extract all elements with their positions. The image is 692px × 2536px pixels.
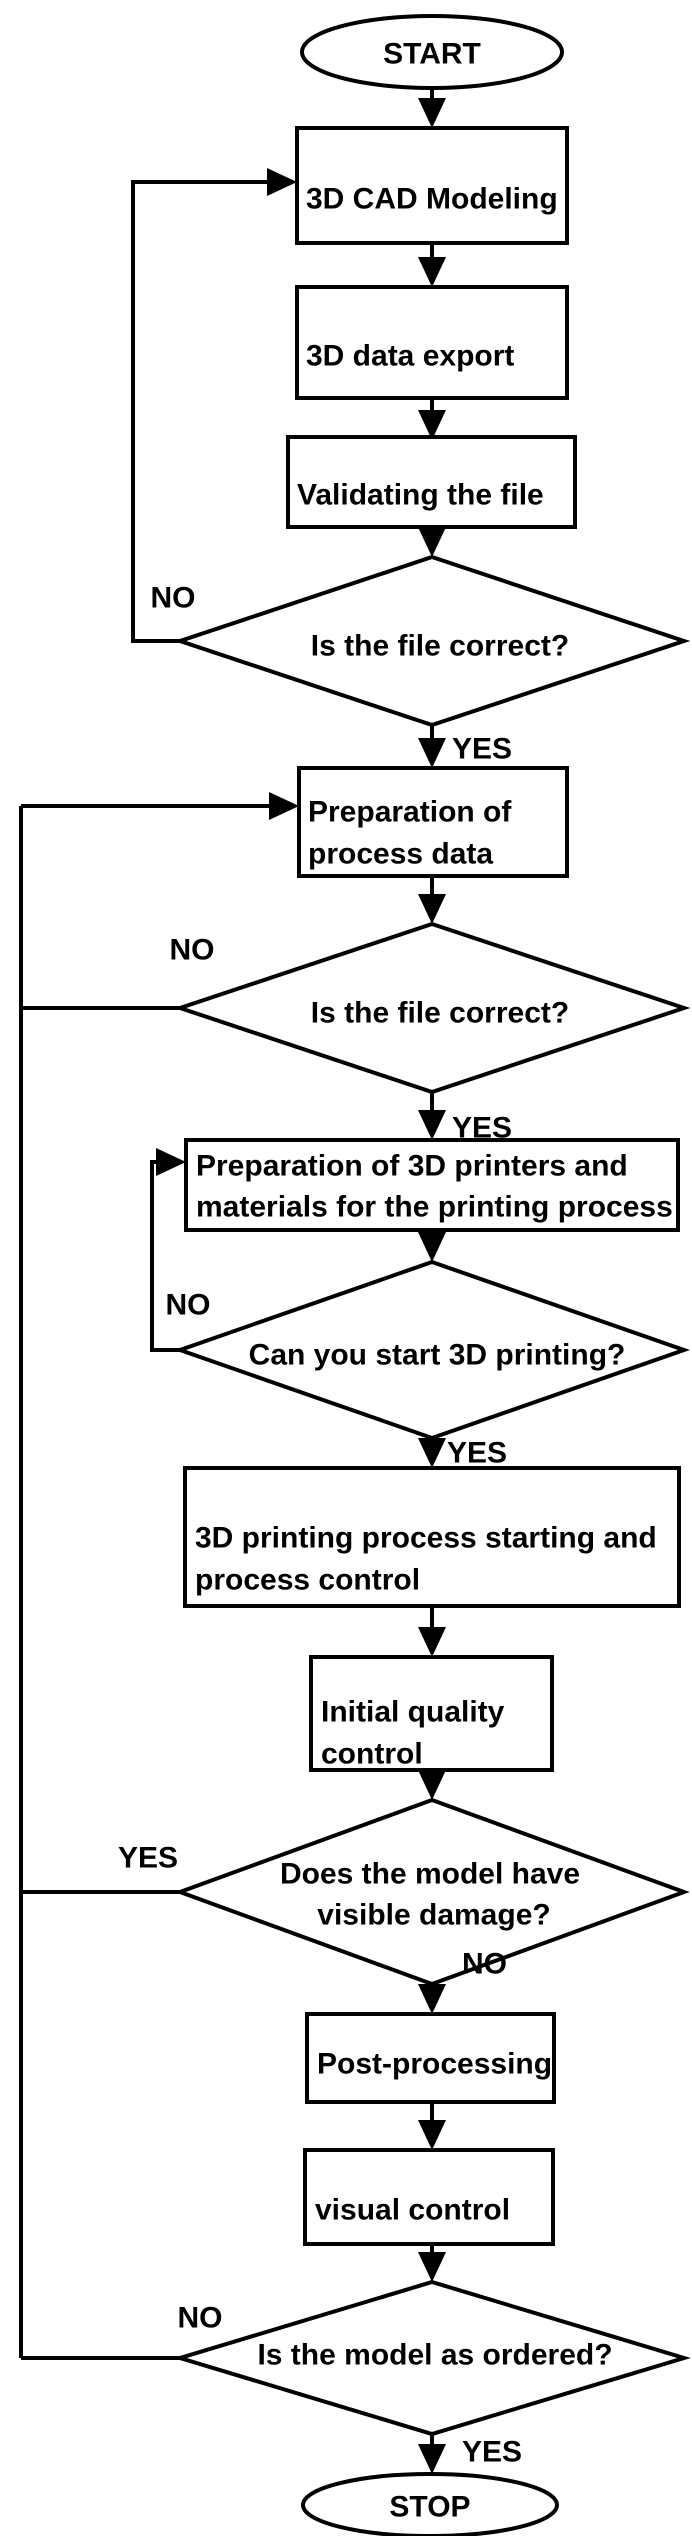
node-start: START — [300, 14, 564, 90]
node-prep-printers: Preparation of 3D printers and materials… — [184, 1138, 680, 1232]
visible-damage-diamond — [174, 1797, 690, 1987]
printing-process-box — [183, 1466, 681, 1608]
validating-box — [286, 435, 577, 529]
start-label: START — [383, 38, 481, 71]
node-prep-process-data: Preparation of process data — [297, 766, 569, 878]
arrowhead-down-icon — [418, 527, 446, 557]
arrowhead-down-icon — [418, 738, 446, 768]
initial-quality-label-line1: Initial quality — [321, 1696, 505, 1729]
data-export-box — [295, 285, 569, 400]
can-start-printing-yes-label: YES — [447, 1437, 507, 1470]
node-decision-model-as-ordered: Is the model as ordered? — [173, 2279, 691, 2437]
arrowhead-down-icon — [418, 1232, 446, 1262]
node-stop: STOP — [301, 2472, 559, 2536]
prep-printers-label-line1: Preparation of 3D printers and — [196, 1150, 628, 1183]
arrowhead-down-icon — [418, 2444, 446, 2474]
node-initial-quality: Initial quality control — [309, 1655, 554, 1772]
arrowhead-down-icon — [418, 98, 446, 128]
model-as-ordered-no-label: NO — [178, 2302, 223, 2335]
stop-label: STOP — [389, 2491, 470, 2524]
prep-process-data-label-line2: process data — [308, 838, 493, 871]
prep-process-data-box — [297, 766, 569, 878]
arrowhead-down-icon — [418, 410, 446, 440]
node-post-processing: Post-processing — [305, 2012, 556, 2104]
arrowhead-down-icon — [418, 1110, 446, 1140]
arrowhead-down-icon — [418, 1984, 446, 2014]
visible-damage-yes-label: YES — [118, 1842, 178, 1875]
prep-printers-label-line2: materials for the printing process — [196, 1191, 673, 1224]
node-decision-can-start-printing: Can you start 3D printing? — [173, 1259, 691, 1441]
node-decision-file-correct-2: Is the file correct? — [173, 921, 691, 1095]
validating-label: Validating the file — [297, 479, 544, 512]
can-start-printing-diamond — [173, 1259, 691, 1441]
node-decision-visible-damage: Does the model have visible damage? — [174, 1797, 690, 1987]
model-as-ordered-yes-label: YES — [462, 2436, 522, 2469]
node-data-export: 3D data export — [295, 285, 569, 400]
edges — [19, 88, 446, 2474]
cad-modeling-label: 3D CAD Modeling — [306, 183, 558, 216]
initial-quality-label-line2: control — [321, 1738, 423, 1771]
arrowhead-down-icon — [418, 257, 446, 287]
prep-printers-box — [184, 1138, 680, 1232]
arrowhead-right-icon — [156, 1148, 186, 1176]
cad-modeling-box — [295, 126, 569, 245]
node-cad-modeling: 3D CAD Modeling — [295, 126, 569, 245]
edge-decision1-no-loop — [131, 180, 267, 643]
arrowhead-down-icon — [418, 1438, 446, 1468]
arrowhead-right-icon — [267, 168, 297, 196]
arrowhead-down-icon — [418, 2252, 446, 2282]
file-correct-1-label: Is the file correct? — [311, 630, 569, 663]
printing-process-label-line1: 3D printing process starting and — [195, 1522, 657, 1555]
post-processing-label: Post-processing — [317, 2048, 552, 2081]
file-correct-1-diamond — [173, 554, 691, 728]
file-correct-2-label: Is the file correct? — [311, 997, 569, 1030]
printing-process-label-line2: process control — [195, 1564, 420, 1597]
file-correct-1-yes-label: YES — [452, 733, 512, 766]
visible-damage-label-line1: Does the model have — [280, 1858, 580, 1891]
prep-process-data-label-line1: Preparation of — [308, 796, 512, 829]
file-correct-2-no-label: NO — [170, 934, 215, 967]
arrowhead-down-icon — [418, 1627, 446, 1657]
model-as-ordered-diamond — [173, 2279, 691, 2437]
node-printing-process: 3D printing process starting and process… — [183, 1466, 681, 1608]
start-terminator-shape — [300, 14, 564, 90]
data-export-label: 3D data export — [306, 340, 514, 373]
initial-quality-box — [309, 1655, 554, 1772]
file-correct-2-diamond — [173, 921, 691, 1095]
stop-terminator-shape — [301, 2472, 559, 2536]
arrowhead-down-icon — [418, 894, 446, 924]
visible-damage-label-line2: visible damage? — [317, 1899, 550, 1932]
post-processing-box — [305, 2012, 556, 2104]
visual-control-label: visual control — [315, 2194, 510, 2227]
file-correct-1-no-label: NO — [151, 582, 196, 615]
can-start-printing-no-label: NO — [166, 1289, 211, 1322]
node-decision-file-correct-1: Is the file correct? — [173, 554, 691, 728]
arrowhead-down-icon — [418, 1770, 446, 1800]
node-visual-control: visual control — [303, 2148, 555, 2246]
edge-decision3-no-loop — [150, 1160, 180, 1352]
can-start-printing-label: Can you start 3D printing? — [249, 1339, 626, 1372]
visible-damage-no-label: NO — [462, 1948, 507, 1981]
node-validating: Validating the file — [286, 435, 577, 529]
arrowhead-down-icon — [418, 2120, 446, 2150]
visual-control-box — [303, 2148, 555, 2246]
arrowhead-right-icon — [269, 792, 299, 820]
model-as-ordered-label: Is the model as ordered? — [257, 2339, 612, 2372]
